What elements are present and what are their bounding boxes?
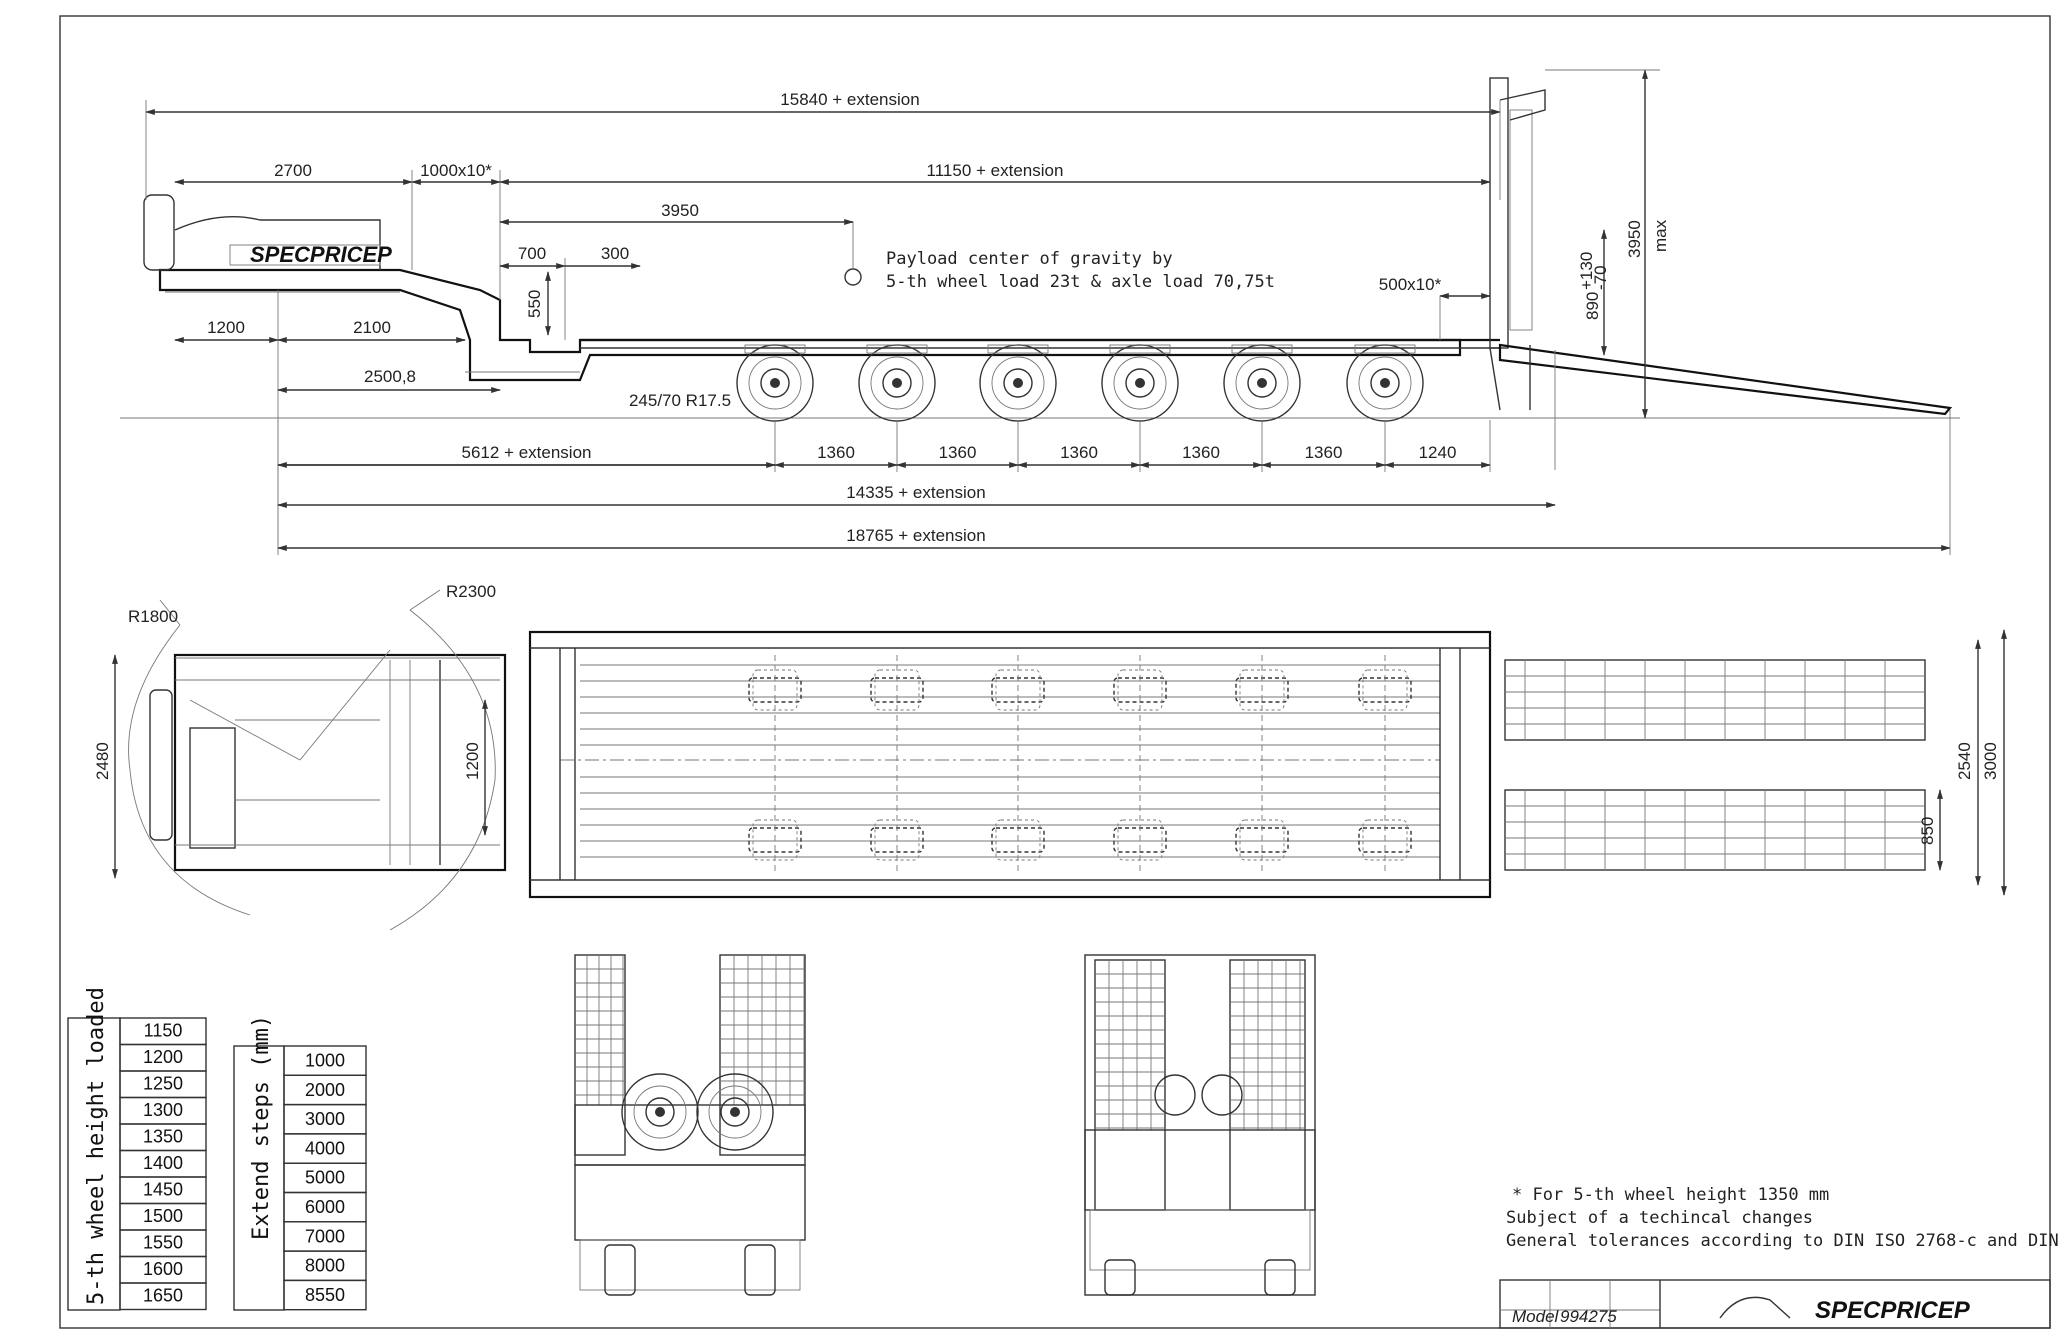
dim-1200: 1200 [207,318,245,337]
title-block: Model 994275 SPECPRICEP [1499,1279,2051,1329]
table-5th-value: 1550 [143,1233,183,1253]
dim-700: 700 [518,244,546,263]
side-logo: SPECPRICEP [250,242,392,267]
table-5th-value: 1250 [143,1074,183,1094]
cog-note-line2: 5-th wheel load 23t & axle load 70,75t [886,272,1275,292]
table-5th-value: 1350 [143,1127,183,1147]
dim-front: 2700 [274,161,312,180]
note-tolerances: General tolerances according to DIN ISO … [1506,1231,2060,1251]
dim-overall-length: 15840 + extension [780,90,919,109]
table-ext-value: 8550 [305,1285,345,1305]
table-ext-value: 1000 [305,1051,345,1071]
table-5th-value: 1650 [143,1286,183,1306]
table-ext-value: 8000 [305,1256,345,1276]
width-2480: 2480 [93,742,112,780]
dim-2100: 2100 [353,318,391,337]
bottom-dimension-row: 5612 + extension 1360 1360 1360 1360 1360 1240 [277,420,1491,555]
note-5th-wheel: * For 5-th wheel height 1350 mm [1512,1185,1829,1205]
table-ext-title: Extend steps (mm) [249,1015,274,1240]
dim-axle-spacing: 1360 [817,443,855,462]
rear-view-ramps-down [1084,954,1316,1296]
dim-height: 3950 [1625,220,1644,258]
radius-r2300: R2300 [446,582,496,601]
tyre-size: 245/70 R17.5 [629,391,731,410]
axle-wheel [1101,344,1179,422]
width-2540: 2540 [1955,742,1974,780]
radius-r1800: R1800 [128,607,178,626]
table-5th-value: 1600 [143,1259,183,1279]
table-extend-steps: Extend steps (mm) 1000 2000 3000 4000 5000 60… [233,1015,367,1311]
table-ext-value: 6000 [305,1197,345,1217]
side-view: SPECPRICEP 15840 + extension 2700 1000x1… [120,69,1960,555]
top-axle-group [748,655,1412,875]
title-model-label: Model [1512,1307,1560,1326]
axle-wheel [858,344,936,422]
table-5th-title: 5-th wheel height loaded [84,987,109,1305]
title-logo: SPECPRICEP [1815,1297,1971,1324]
table-5th-value: 1300 [143,1100,183,1120]
dim-axle-spacing: 1360 [1060,443,1098,462]
axle-wheel [1223,344,1301,422]
title-model-value: 994275 [1560,1307,1617,1326]
table-5th-wheel: 5-th wheel height loaded 1150 1200 1250 130… [67,987,207,1311]
dim-deck: 11150 + extension [927,161,1064,180]
top-view: R1800 R2300 2480 1200 2540 3000 850 [93,582,2007,931]
ramp-grid [1505,660,1925,870]
dim-300: 300 [601,244,629,263]
cog-note-line1: Payload center of gravity by [886,249,1173,269]
dim-axle-spacing: 1360 [939,443,977,462]
table-ext-value: 7000 [305,1226,345,1246]
dim-total-length: 18765 + extension [846,526,985,545]
table-5th-value: 1200 [143,1047,183,1067]
table-5th-value: 1400 [143,1153,183,1173]
axle-wheel [736,344,814,422]
table-ext-value: 3000 [305,1109,345,1129]
dim-890: 890 [1583,292,1602,320]
axle-wheel [1346,344,1424,422]
dim-ext-step: 1000x10* [420,161,492,180]
table-ext-value: 5000 [305,1168,345,1188]
dim-550: 550 [525,290,544,318]
dim-height-max: max [1651,219,1670,252]
dim-cog: 3950 [661,201,699,220]
cog-marker [844,268,862,286]
dim-890-tol-up: +130 [1577,252,1596,290]
drawing-border [59,15,2051,1329]
dim-axle-spacing: 1360 [1182,443,1220,462]
deck-slats [559,648,1461,880]
logo-mark [1719,1296,1791,1319]
note-changes: Subject of a techincal changes [1506,1208,1813,1228]
axle-group [736,344,1424,422]
width-1200: 1200 [463,742,482,780]
table-ext-value: 4000 [305,1138,345,1158]
table-5th-value: 1450 [143,1180,183,1200]
dim-890-tol-dn: -70 [1591,265,1610,290]
dim-axle-spacing: 1240 [1419,443,1457,462]
axle-wheel [979,344,1057,422]
dim-500: 500x10* [1379,275,1442,294]
dim-2500: 2500,8 [364,367,416,386]
table-5th-value: 1150 [144,1021,183,1041]
rear-view-ramps-up [574,954,806,1296]
width-3000: 3000 [1981,742,2000,780]
dim-axle-spacing: 1360 [1305,443,1343,462]
width-850: 850 [1918,817,1937,845]
dim-mid-length: 14335 + extension [846,483,985,502]
dim-axle-spacing: 5612 + extension [462,443,592,462]
table-5th-value: 1500 [143,1206,183,1226]
table-ext-value: 2000 [305,1080,345,1100]
